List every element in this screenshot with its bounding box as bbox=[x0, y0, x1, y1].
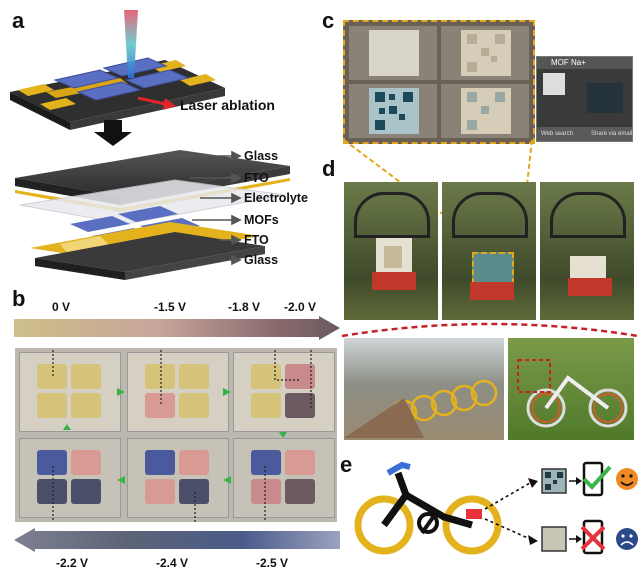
phone-share-button[interactable]: Share via email bbox=[591, 131, 633, 137]
qr-code-photo-grid bbox=[343, 20, 535, 144]
device-schematic bbox=[10, 10, 290, 280]
layer-label-glass-bottom: Glass bbox=[244, 253, 279, 267]
panel-letter-e: e bbox=[340, 452, 353, 477]
electrochromic-photo-grid bbox=[15, 348, 337, 522]
bike-lock-photo-3 bbox=[540, 182, 634, 320]
layer-label-glass-top: Glass bbox=[244, 149, 279, 163]
layer-label-fto-bottom: FTO bbox=[244, 233, 269, 247]
layer-label-fto-top: FTO bbox=[244, 171, 269, 185]
red-dashed-connector bbox=[341, 322, 639, 338]
phone-web-search-button[interactable]: Web search bbox=[541, 131, 573, 137]
voltage-neg2-4: -2.4 V bbox=[156, 556, 189, 570]
bike-lock-photo-1 bbox=[344, 182, 438, 320]
laser-ablation-label: Laser ablation bbox=[180, 97, 275, 113]
voltage-0: 0 V bbox=[52, 300, 71, 314]
bike-lock-photo-2 bbox=[442, 182, 536, 320]
phone-title: MOF Na+ bbox=[551, 58, 586, 67]
voltage-neg2-2: -2.2 V bbox=[56, 556, 89, 570]
panel-letter-d: d bbox=[322, 156, 336, 181]
panel-letter-a: a bbox=[12, 8, 25, 33]
voltage-neg1-8: -1.8 V bbox=[228, 300, 261, 314]
bike-row-photo bbox=[344, 338, 504, 440]
voltage-neg2-5: -2.5 V bbox=[256, 556, 289, 570]
voltage-neg2-0: -2.0 V bbox=[284, 300, 317, 314]
voltage-arrow-bottom bbox=[14, 528, 340, 552]
bike-on-grass-photo bbox=[508, 338, 634, 440]
panel-letter-c: c bbox=[322, 8, 335, 33]
layer-label-electrolyte: Electrolyte bbox=[244, 191, 308, 205]
layer-label-mofs: MOFs bbox=[244, 213, 279, 227]
phone-scan-screenshot: MOF Na+ Web search Share via email bbox=[536, 56, 633, 142]
voltage-arrow-top bbox=[14, 316, 340, 340]
scan-logic-diagram bbox=[354, 461, 638, 555]
panel-letter-b: b bbox=[12, 286, 26, 311]
voltage-neg1-5: -1.5 V bbox=[154, 300, 187, 314]
